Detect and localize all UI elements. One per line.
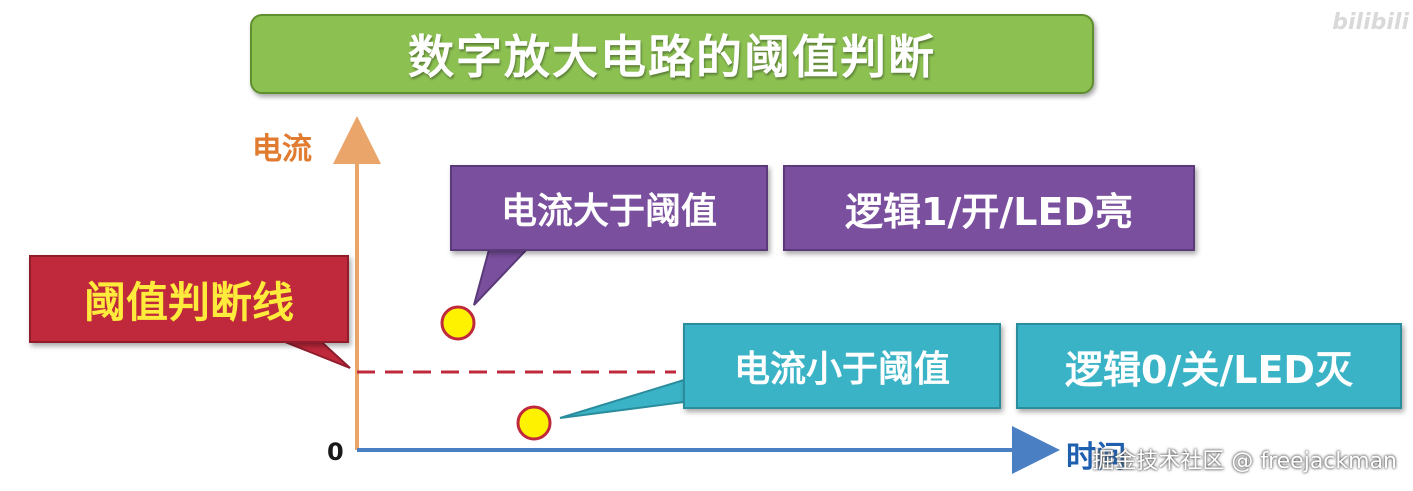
below-threshold-callout: 电流小于阈值 [683, 323, 1001, 409]
below-callout-pointer [559, 378, 685, 419]
above-callout-pointer [473, 245, 533, 306]
origin-label: 0 [327, 438, 344, 466]
y-axis-label: 电流 [252, 132, 312, 167]
bilibili-logo: bilibili [1332, 10, 1409, 35]
page-title: 数字放大电路的阈值判断 [408, 30, 936, 84]
point-above-threshold [440, 305, 476, 341]
above-threshold-callout: 电流大于阈值 [450, 165, 768, 251]
logic-low-box: 逻辑0/关/LED灭 [1016, 323, 1402, 409]
threshold-line-callout: 阈值判断线 [29, 255, 349, 343]
point-below-threshold [516, 405, 552, 441]
logic-high-box: 逻辑1/开/LED亮 [783, 165, 1195, 251]
title-banner: 数字放大电路的阈值判断 [250, 14, 1094, 94]
x-axis-label: 时间 [1066, 440, 1126, 475]
footer-watermark: 掘金技术社区 @ freejackman [1092, 449, 1397, 474]
